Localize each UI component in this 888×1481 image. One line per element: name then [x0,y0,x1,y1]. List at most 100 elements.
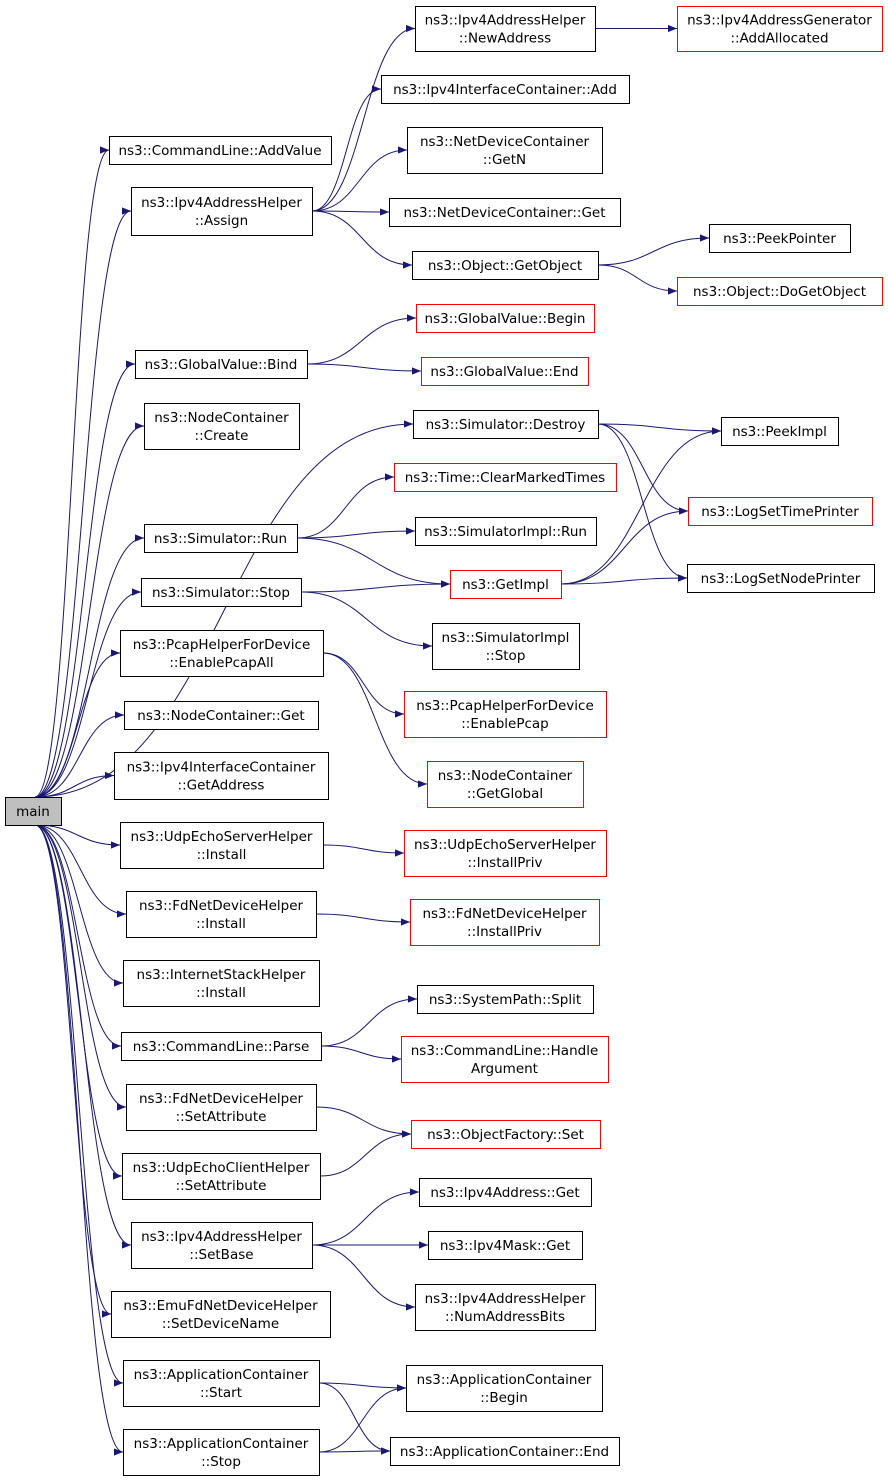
node-peekpointer[interactable]: ns3::PeekPointer [709,224,851,253]
node-phfd-enablepcapall[interactable]: ns3::PcapHelperForDevice::EnablePcapAll [120,630,324,677]
node-obj-getobject[interactable]: ns3::Object::GetObject [412,251,599,280]
node-time-clearmarked[interactable]: ns3::Time::ClearMarkedTimes [394,463,617,492]
node-sim-run[interactable]: ns3::Simulator::Run [144,524,298,553]
node-gv-begin[interactable]: ns3::GlobalValue::Begin [416,304,595,333]
node-ipv4ah-newaddress[interactable]: ns3::Ipv4AddressHelper::NewAddress [415,6,596,52]
node-box [415,517,597,546]
edge-main-to-nc-get [34,711,125,798]
node-ipv4ic-add[interactable]: ns3::Ipv4InterfaceContainer::Add [381,75,630,104]
node-fdndh-install[interactable]: ns3::FdNetDeviceHelper::Install [126,891,317,938]
node-nc-get[interactable]: ns3::NodeContainer::Get [124,701,319,730]
node-sim-stop[interactable]: ns3::Simulator::Stop [141,578,302,607]
node-sp-split[interactable]: ns3::SystemPath::Split [417,985,594,1014]
node-label: ns3::CommandLine::Parse [133,1039,310,1055]
node-nc-getglobal[interactable]: ns3::NodeContainer::GetGlobal [427,761,584,808]
node-nc-create[interactable]: ns3::NodeContainer::Create [144,403,300,450]
node-box [432,623,580,670]
node-label: ::EnablePcap [461,716,549,732]
node-phfd-enablepcap[interactable]: ns3::PcapHelperForDevice::EnablePcap [404,691,607,738]
node-label: ns3::Ipv4InterfaceContainer::Add [393,82,617,98]
node-label: ::SetDeviceName [162,1316,279,1332]
node-label: ns3::CommandLine::Handle [411,1043,599,1059]
edge-main-to-ac-stop [34,824,124,1456]
node-label: ns3::Object::DoGetObject [693,284,866,300]
node-box [417,985,594,1014]
node-uesh-install[interactable]: ns3::UdpEchoServerHelper::Install [120,822,324,869]
node-simimpl-run[interactable]: ns3::SimulatorImpl::Run [415,517,597,546]
node-ipv4mask-get[interactable]: ns3::Ipv4Mask::Get [428,1231,583,1260]
edge-sim-run-to-time-clearmarked [296,473,395,539]
node-label: ::InstallPriv [467,924,542,940]
node-box [421,357,589,386]
node-ipv4ag-addallocated[interactable]: ns3::Ipv4AddressGenerator::AddAllocated [677,6,883,52]
node-sim-destroy[interactable]: ns3::Simulator::Destroy [413,410,599,439]
node-ndc-getn[interactable]: ns3::NetDeviceContainer::GetN [407,127,603,174]
edge-obj-getobject-to-obj-dogetobject [597,264,678,295]
node-label: ns3::Ipv4Address::Get [430,1185,579,1201]
edge-main-to-gv-bind [34,360,136,798]
node-uesh-installpriv[interactable]: ns3::UdpEchoServerHelper::InstallPriv [404,830,607,877]
node-label: ns3::GlobalValue::End [430,364,578,380]
node-label: ns3::NodeContainer [438,768,573,784]
node-box [687,564,875,593]
node-label: ::GetN [483,152,526,168]
node-of-set[interactable]: ns3::ObjectFactory::Set [411,1120,601,1149]
node-gv-bind[interactable]: ns3::GlobalValue::Bind [135,350,308,379]
node-ac-begin[interactable]: ns3::ApplicationContainer::Begin [406,1365,603,1412]
node-simimpl-stop[interactable]: ns3::SimulatorImpl::Stop [432,623,580,670]
node-label: ns3::PcapHelperForDevice [133,637,311,653]
node-label: ns3::PeekPointer [723,231,836,247]
node-ac-stop[interactable]: ns3::ApplicationContainer::Stop [123,1429,320,1476]
node-obj-dogetobject[interactable]: ns3::Object::DoGetObject [677,277,883,306]
node-label: ::NewAddress [459,31,551,47]
edge-sim-destroy-to-logsettimeprinter [597,423,689,515]
node-peekimpl[interactable]: ns3::PeekImpl [721,417,839,446]
edges-layer [34,24,722,1456]
node-label: ns3::EmuFdNetDeviceHelper [123,1298,318,1314]
node-label: ns3::FdNetDeviceHelper [422,906,587,922]
node-uech-setattr[interactable]: ns3::UdpEchoClientHelper::SetAttribute [122,1153,321,1200]
node-box [144,403,300,450]
node-box [419,1178,592,1207]
node-getimpl[interactable]: ns3::GetImpl [450,570,562,599]
edge-sim-run-to-simimpl-run [296,527,416,539]
node-cl-addvalue[interactable]: ns3::CommandLine::AddValue [109,136,332,165]
node-box [404,830,607,877]
node-ndc-get[interactable]: ns3::NetDeviceContainer::Get [389,198,621,227]
node-box [677,6,883,52]
node-ish-install[interactable]: ns3::InternetStackHelper::Install [123,960,320,1007]
edge-cl-parse-to-sp-split [320,995,418,1047]
node-ipv4ah-assign[interactable]: ns3::Ipv4AddressHelper::Assign [131,187,313,236]
node-label: ::SetAttribute [176,1109,267,1125]
node-label: ns3::Ipv4AddressHelper [141,195,302,211]
node-ipv4ah-setbase[interactable]: ns3::Ipv4AddressHelper::SetBase [131,1222,313,1269]
node-label: ns3::PeekImpl [732,424,827,440]
node-main[interactable]: main [5,797,62,826]
node-label: ns3::Ipv4AddressHelper [141,1229,302,1245]
node-ac-start[interactable]: ns3::ApplicationContainer::Start [123,1360,320,1407]
node-fdndh-installpriv[interactable]: ns3::FdNetDeviceHelper::InstallPriv [410,899,600,946]
node-box [126,1084,317,1131]
node-ipv4addr-get[interactable]: ns3::Ipv4Address::Get [419,1178,592,1207]
node-ac-end[interactable]: ns3::ApplicationContainer::End [390,1437,620,1466]
node-fdndh-setattr[interactable]: ns3::FdNetDeviceHelper::SetAttribute [126,1084,317,1131]
node-label: ns3::InternetStackHelper [137,967,306,983]
node-gv-end[interactable]: ns3::GlobalValue::End [421,357,589,386]
node-label: ns3::ObjectFactory::Set [427,1127,584,1143]
node-emufd-setdevname[interactable]: ns3::EmuFdNetDeviceHelper::SetDeviceName [111,1291,331,1338]
node-cl-parse[interactable]: ns3::CommandLine::Parse [121,1032,322,1061]
edge-sim-stop-to-simimpl-stop [300,591,433,650]
node-label: ::Begin [480,1390,528,1406]
node-logsettimeprinter[interactable]: ns3::LogSetTimePrinter [688,497,873,526]
edge-ac-start-to-ac-end [318,1382,391,1455]
node-ipv4ah-numaddrbits[interactable]: ns3::Ipv4AddressHelper::NumAddressBits [415,1284,596,1331]
edge-main-to-ipv4ah-assign [34,207,132,798]
node-label: ns3::Ipv4InterfaceContainer [127,760,316,776]
node-logsetnodeprinter[interactable]: ns3::LogSetNodePrinter [687,564,875,593]
node-ipv4ic-getaddress[interactable]: ns3::Ipv4InterfaceContainer::GetAddress [114,752,329,800]
node-label: ns3::CommandLine::AddValue [118,143,321,159]
node-box [109,136,332,165]
edge-main-to-fdndh-setattr [34,824,127,1111]
